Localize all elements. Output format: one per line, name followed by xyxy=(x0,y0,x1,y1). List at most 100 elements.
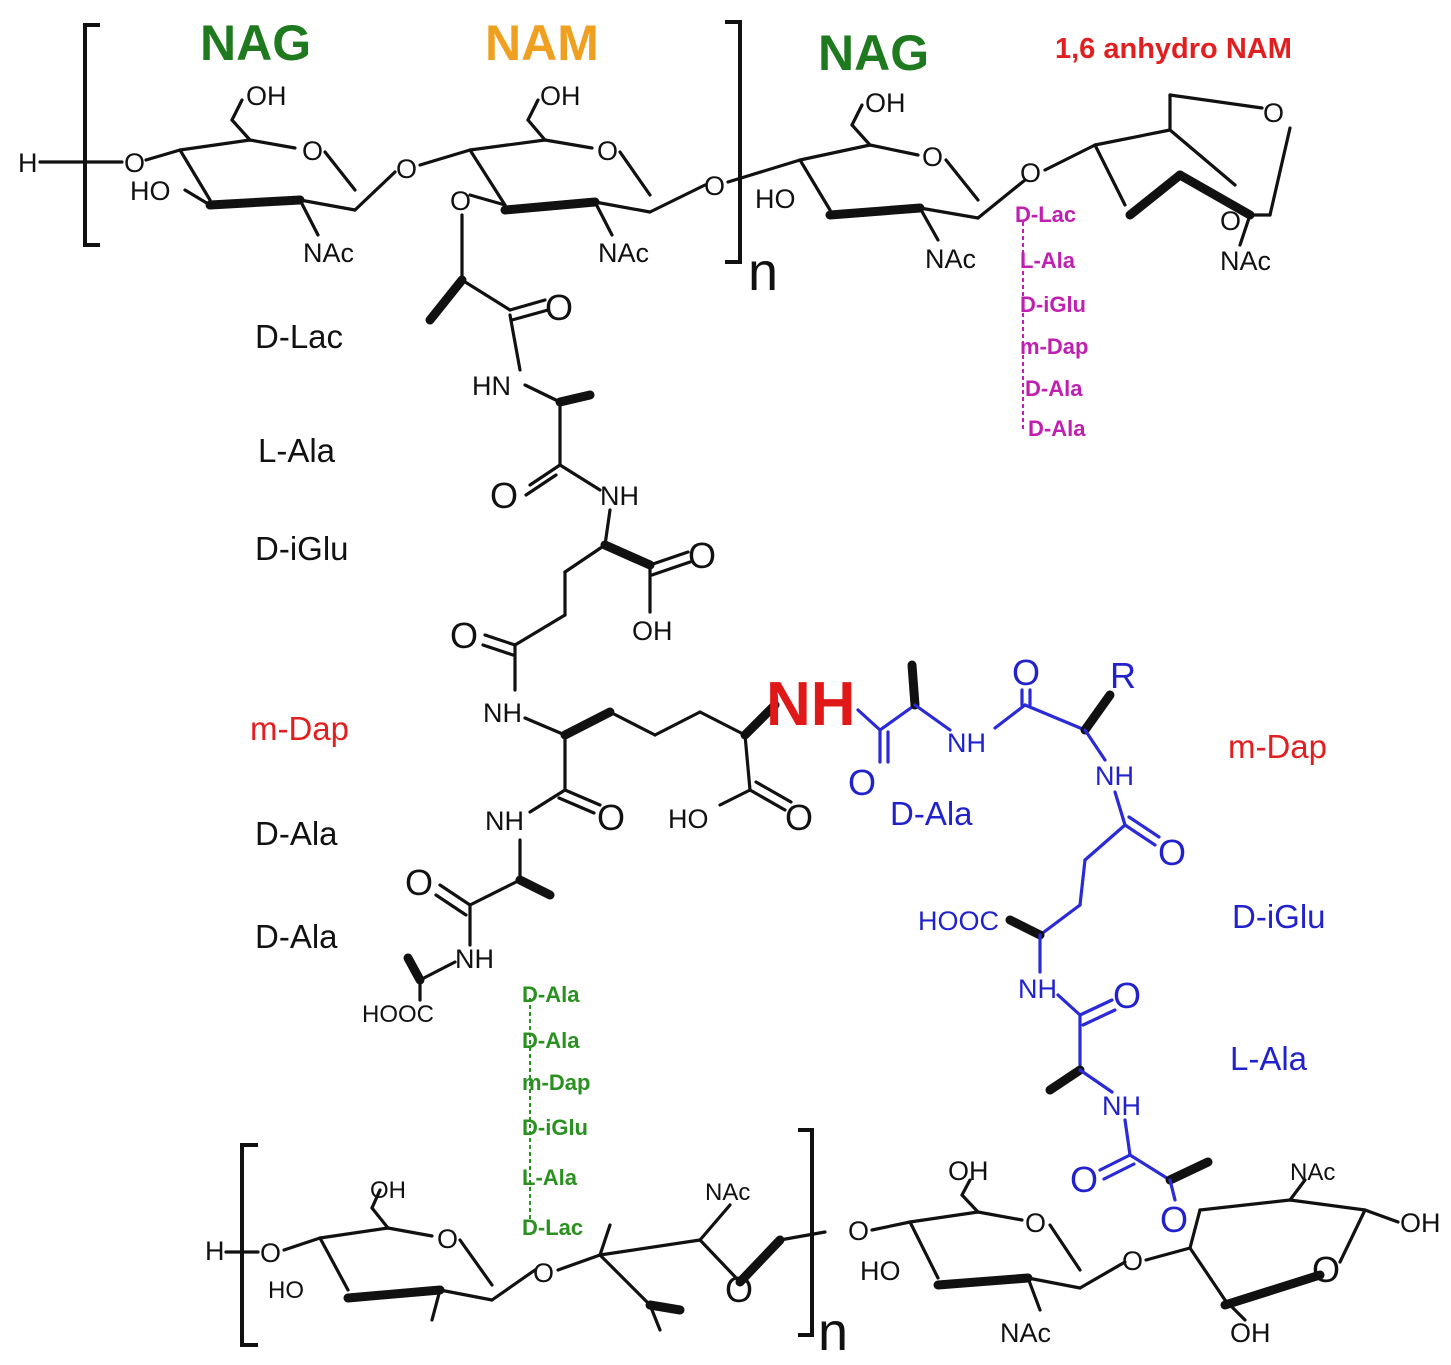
ring-bottom-nam-2-nac: NAc xyxy=(1290,1159,1335,1186)
title-nam: NAM xyxy=(485,15,599,71)
left-o-ala: O xyxy=(490,475,518,516)
left-ho-dap: HO xyxy=(668,804,709,834)
left-stem-skeleton: O HN O NH O OH O NH HO O xyxy=(362,213,813,1028)
ring-nag-2-ho: HO xyxy=(755,184,796,214)
title-anhydro-nam: 1,6 anhydro NAM xyxy=(1055,33,1292,65)
bottom-o-link-4: O xyxy=(1122,1246,1143,1276)
right-o-glu-amide: O xyxy=(1158,832,1186,873)
left-stem-label-3: m-Dap xyxy=(250,710,349,747)
bottom-o-link-3: O xyxy=(848,1216,869,1246)
ring-bottom-nam-2-oh-anomeric: OH xyxy=(1400,1208,1441,1238)
right-label-dala: D-Ala xyxy=(890,795,973,832)
right-o-lac: O xyxy=(1070,1159,1098,1200)
ring-nam-o-lactyl: O xyxy=(450,186,471,216)
left-stem-label-5: D-Ala xyxy=(255,918,338,955)
bottom-bracket-left xyxy=(240,1143,258,1347)
left-hn-1: HN xyxy=(472,371,511,401)
ring-nam-oh: OH xyxy=(540,81,581,111)
ring-bottom-nag-2: O OH HO NAc xyxy=(860,1156,1127,1348)
ring-bottom-nag-1-ho: HO xyxy=(268,1277,304,1304)
ring-bottom-nag-1: O OH HO xyxy=(268,1177,537,1322)
left-o-dap-amide: O xyxy=(597,797,625,838)
top-bracket-left xyxy=(83,23,100,247)
left-o-lac: O xyxy=(545,287,573,328)
title-nag-left: NAG xyxy=(200,15,311,71)
anhydro-chain-2: D-iGlu xyxy=(1020,292,1086,317)
right-o-ala: O xyxy=(1113,975,1141,1016)
right-stem-label-2: L-Ala xyxy=(1230,1040,1308,1077)
ring-nag-1-ho: HO xyxy=(130,176,171,206)
ring-nag-2-o: O xyxy=(922,142,943,172)
left-o-ala2: O xyxy=(405,862,433,903)
ring-nag-1-nac: NAc xyxy=(303,238,354,268)
ring-nam-o: O xyxy=(597,136,618,166)
ring-anhydro-o-bridge: O xyxy=(1263,98,1284,128)
anhydro-chain-5: D-Ala xyxy=(1028,416,1086,441)
right-hooc: HOOC xyxy=(918,906,999,936)
top-o-link-4: O xyxy=(1020,158,1041,188)
crosslink-nh: NH xyxy=(766,670,856,739)
ring-bottom-nam-o: O xyxy=(725,1269,753,1310)
ring-nag-1-oh: OH xyxy=(246,81,287,111)
ring-bottom-nam: O NAc xyxy=(556,1179,827,1332)
bottom-bracket-right xyxy=(798,1128,814,1337)
ring-nag-2-oh: OH xyxy=(865,88,906,118)
left-oh-glu: OH xyxy=(632,616,673,646)
anhydro-chain-0: D-Lac xyxy=(1015,202,1076,227)
ring-nam: O OH NAc O xyxy=(418,81,707,268)
bottom-h-terminus: H xyxy=(205,1236,225,1266)
ring-nag-1-o: O xyxy=(302,136,323,166)
ring-anhydro-nac: NAc xyxy=(1220,246,1271,276)
top-o-link-1: O xyxy=(124,148,145,178)
right-stem-skeleton: O NH O R NH O HOOC NH O NH O xyxy=(848,652,1213,1240)
bottom-o-link-1: O xyxy=(260,1238,281,1268)
top-h-terminus: H xyxy=(18,148,38,178)
ring-nag-2: O OH HO NAc xyxy=(726,88,1027,274)
left-nh-2: NH xyxy=(483,698,522,728)
ring-bottom-nam-2-o: O xyxy=(1312,1249,1340,1290)
ring-anhydro-o-ring: O xyxy=(1220,206,1241,236)
ring-nag-2-nac: NAc xyxy=(925,244,976,274)
right-o-dap-amide: O xyxy=(1012,652,1040,693)
right-nh-4: NH xyxy=(1102,1091,1141,1121)
bottom-chain-1: D-Ala xyxy=(522,1028,580,1053)
left-stem-label-2: D-iGlu xyxy=(255,530,349,567)
ring-bottom-nag-2-oh: OH xyxy=(948,1156,989,1186)
ring-bottom-nag-2-ho: HO xyxy=(860,1256,901,1286)
top-repeat-n: n xyxy=(748,242,778,302)
bottom-o-link-2: O xyxy=(533,1258,554,1288)
ring-nam-nac: NAc xyxy=(598,238,649,268)
left-o-glu-amide: O xyxy=(450,615,478,656)
ring-bottom-nag-1-oh: OH xyxy=(370,1177,406,1204)
anhydro-peptide-chain: D-Lac L-Ala D-iGlu m-Dap D-Ala D-Ala xyxy=(1015,202,1088,441)
ring-bottom-nag-2-o: O xyxy=(1025,1208,1046,1238)
left-hooc: HOOC xyxy=(362,1001,434,1028)
left-stem-label-4: D-Ala xyxy=(255,815,338,852)
left-stem-labels: D-Lac L-Ala D-iGlu m-Dap D-Ala D-Ala xyxy=(250,318,349,955)
bottom-chain-2: m-Dap xyxy=(522,1070,590,1095)
right-stem-label-0: m-Dap xyxy=(1228,728,1327,765)
left-nh-1: NH xyxy=(600,481,639,511)
ring-bottom-nam-2-oh: OH xyxy=(1230,1318,1271,1348)
bottom-chain-4: L-Ala xyxy=(522,1165,578,1190)
bottom-chain-3: D-iGlu xyxy=(522,1115,588,1140)
ring-bottom-nam-nac: NAc xyxy=(705,1179,750,1206)
left-nh-4: NH xyxy=(455,944,494,974)
bottom-peptide-chain: D-Ala D-Ala m-Dap D-iGlu L-Ala D-Lac xyxy=(522,982,590,1240)
ring-bottom-nag-1-o: O xyxy=(437,1224,458,1254)
left-o-dap-acid: O xyxy=(785,797,813,838)
right-o-lactyl-ether: O xyxy=(1160,1199,1188,1240)
ring-bottom-nam-2: OH O NAc OH xyxy=(1144,1159,1441,1348)
bottom-chain-0: D-Ala xyxy=(522,982,580,1007)
top-bracket-right xyxy=(725,20,742,264)
top-o-link-2: O xyxy=(396,154,417,184)
top-o-link-3: O xyxy=(704,171,725,201)
bottom-chain-5: D-Lac xyxy=(522,1215,583,1240)
left-o-glu-acid: O xyxy=(688,535,716,576)
left-stem-label-0: D-Lac xyxy=(255,318,343,355)
ring-nag-1: O OH HO NAc xyxy=(130,81,397,268)
ring-anhydro-nam: O O NAc xyxy=(1043,93,1292,276)
right-nh-1: NH xyxy=(947,728,986,758)
